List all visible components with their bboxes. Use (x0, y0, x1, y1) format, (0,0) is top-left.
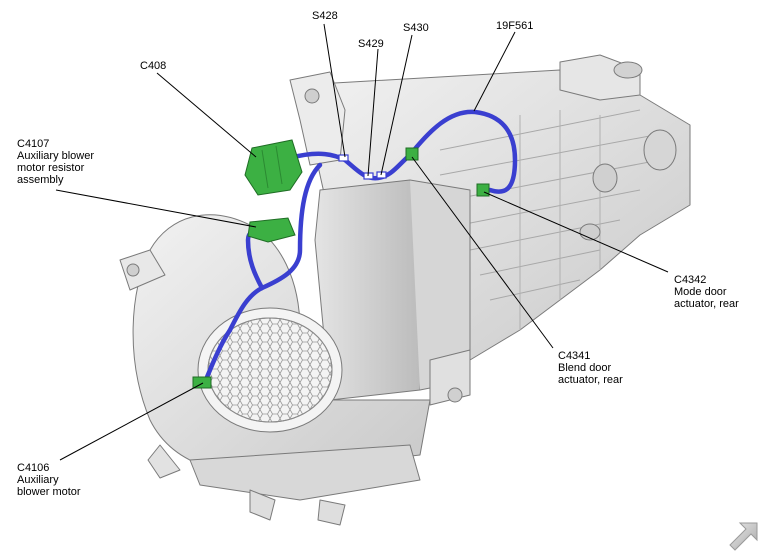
connector-c4341 (405, 147, 419, 161)
label-s428: S428 (312, 10, 338, 22)
label-19f561: 19F561 (496, 20, 534, 32)
connector-c4107 (247, 217, 296, 243)
label-c4342: C4342 Mode door actuator, rear (674, 274, 739, 310)
label-c4107: C4107 Auxiliary blower motor resistor as… (17, 138, 95, 186)
hvac-housing (119, 54, 691, 526)
label-c4341: C4341 Blend door actuator, rear (558, 350, 623, 386)
splice-s428 (338, 154, 349, 162)
leader-lines (55, 23, 669, 461)
connector-c4106 (192, 376, 212, 389)
label-c408: C408 (140, 60, 167, 72)
forward-arrow-icon[interactable] (726, 520, 760, 554)
connector-c408 (244, 139, 303, 196)
connectors (192, 139, 490, 389)
label-s429: S429 (358, 38, 384, 50)
connector-c4342 (476, 183, 490, 197)
label-s430: S430 (403, 22, 429, 34)
label-c4106: C4106 Auxiliary blower motor (17, 462, 81, 498)
